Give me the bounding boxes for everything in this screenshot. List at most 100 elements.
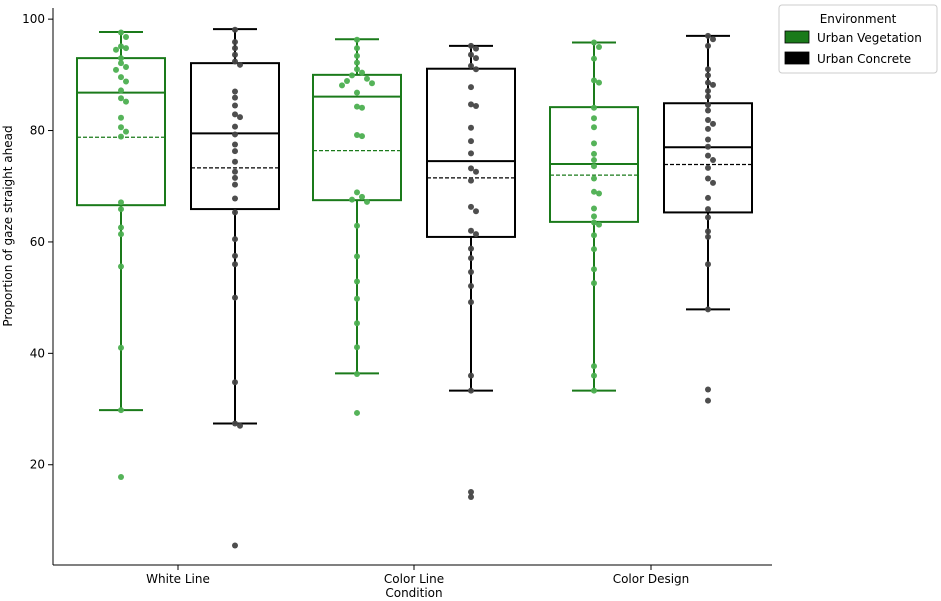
data-point-urban-concrete-color-design-4 [705, 72, 711, 79]
data-point-urban-vegetation-color-line-2 [354, 52, 360, 59]
data-point-urban-concrete-white-line-23 [232, 261, 238, 268]
legend-label-urban-concrete: Urban Concrete [817, 52, 911, 66]
data-point-urban-concrete-color-design-26 [705, 261, 711, 268]
data-point-urban-vegetation-white-line-24 [118, 407, 124, 414]
data-point-urban-concrete-color-design-28 [705, 386, 711, 393]
data-point-urban-vegetation-color-line-26 [354, 370, 360, 377]
data-point-urban-concrete-white-line-0 [232, 26, 238, 33]
data-point-urban-vegetation-white-line-4 [113, 46, 119, 53]
data-point-urban-vegetation-white-line-2 [118, 43, 124, 50]
data-point-urban-vegetation-color-line-15 [359, 133, 365, 140]
data-point-urban-vegetation-color-line-6 [349, 72, 355, 79]
data-point-urban-concrete-white-line-21 [232, 236, 238, 243]
data-point-urban-vegetation-color-design-3 [591, 77, 597, 84]
x-axis-label: Condition [385, 586, 442, 600]
data-point-urban-vegetation-white-line-6 [118, 60, 124, 67]
data-point-urban-vegetation-white-line-0 [118, 29, 124, 36]
data-point-urban-vegetation-color-line-11 [354, 89, 360, 96]
legend-swatch-urban-concrete [784, 51, 810, 65]
data-point-urban-concrete-white-line-28 [232, 542, 238, 549]
data-point-urban-concrete-color-line-25 [468, 387, 474, 394]
data-point-urban-vegetation-color-line-20 [354, 222, 360, 229]
data-point-urban-concrete-white-line-26 [232, 420, 238, 427]
data-point-urban-concrete-color-line-20 [468, 255, 474, 262]
data-point-urban-vegetation-color-design-21 [591, 266, 597, 273]
data-point-urban-vegetation-white-line-23 [118, 344, 124, 351]
data-point-urban-concrete-color-design-23 [705, 214, 711, 221]
box-group-urban-concrete-white-line [190, 26, 280, 549]
data-point-urban-concrete-color-design-9 [705, 101, 711, 108]
data-point-urban-concrete-color-line-7 [468, 101, 474, 108]
data-point-urban-concrete-white-line-9 [232, 111, 238, 118]
data-point-urban-concrete-white-line-5 [237, 61, 243, 68]
data-point-urban-vegetation-color-design-9 [591, 150, 597, 157]
data-point-urban-concrete-color-design-2 [705, 42, 711, 49]
legend-label-urban-vegetation: Urban Vegetation [817, 31, 922, 45]
data-point-urban-vegetation-color-design-4 [596, 79, 602, 86]
data-point-urban-vegetation-color-line-3 [354, 59, 360, 66]
data-point-urban-concrete-white-line-12 [232, 131, 238, 138]
data-point-urban-vegetation-color-line-16 [354, 189, 360, 196]
data-point-urban-vegetation-white-line-11 [118, 87, 124, 94]
data-point-urban-concrete-color-line-26 [468, 489, 474, 496]
data-point-urban-concrete-color-line-9 [468, 124, 474, 131]
box-group-urban-concrete-color-design [663, 32, 753, 404]
data-point-urban-vegetation-color-design-25 [591, 387, 597, 394]
data-point-urban-vegetation-color-design-16 [591, 213, 597, 220]
data-point-urban-concrete-white-line-7 [232, 94, 238, 101]
data-point-urban-concrete-color-design-8 [705, 93, 711, 100]
data-point-urban-concrete-color-line-18 [473, 231, 479, 238]
data-point-urban-vegetation-color-line-7 [364, 75, 370, 82]
data-point-urban-concrete-white-line-11 [232, 123, 238, 130]
data-point-urban-concrete-color-design-10 [705, 107, 711, 114]
data-point-urban-concrete-color-design-12 [710, 120, 716, 127]
data-point-urban-concrete-color-line-12 [468, 165, 474, 172]
data-point-urban-vegetation-white-line-22 [118, 263, 124, 270]
data-point-urban-vegetation-color-line-8 [344, 77, 350, 84]
data-point-urban-vegetation-white-line-12 [118, 95, 124, 102]
data-point-urban-vegetation-color-design-5 [591, 104, 597, 111]
data-point-urban-vegetation-white-line-21 [118, 231, 124, 238]
data-point-urban-concrete-white-line-18 [232, 181, 238, 188]
y-tick-label-80: 80 [30, 124, 45, 138]
x-tick-label-white-line: White Line [146, 572, 210, 586]
data-point-urban-vegetation-color-design-1 [596, 43, 602, 50]
data-point-urban-concrete-color-design-22 [705, 206, 711, 213]
data-point-urban-vegetation-white-line-8 [113, 66, 119, 73]
data-point-urban-vegetation-color-design-23 [591, 363, 597, 370]
legend: Environment Urban Vegetation Urban Concr… [778, 4, 938, 74]
data-point-urban-vegetation-color-line-22 [354, 278, 360, 285]
data-point-urban-vegetation-color-design-10 [591, 157, 597, 164]
data-point-urban-concrete-white-line-1 [232, 38, 238, 45]
iqr-box-urban-vegetation-color-line [312, 73, 402, 202]
data-point-urban-vegetation-color-line-18 [349, 196, 355, 203]
data-point-urban-concrete-white-line-3 [232, 51, 238, 58]
data-point-urban-concrete-color-line-13 [473, 168, 479, 175]
x-tick-label-color-design: Color Design [613, 572, 690, 586]
data-point-urban-concrete-color-line-1 [473, 45, 479, 52]
x-tick-label-color-line: Color Line [384, 572, 444, 586]
data-point-urban-concrete-color-design-29 [705, 397, 711, 404]
data-point-urban-vegetation-color-line-21 [354, 253, 360, 260]
box-group-urban-vegetation-color-line [312, 36, 402, 416]
data-point-urban-vegetation-color-line-17 [359, 193, 365, 200]
data-point-urban-concrete-color-design-13 [705, 125, 711, 132]
data-point-urban-vegetation-color-line-24 [354, 320, 360, 327]
data-point-urban-vegetation-color-line-9 [369, 80, 375, 87]
data-point-urban-concrete-white-line-15 [232, 158, 238, 165]
data-point-urban-vegetation-white-line-1 [123, 33, 129, 40]
data-point-urban-concrete-color-design-0 [705, 32, 711, 39]
data-point-urban-concrete-white-line-17 [232, 174, 238, 181]
data-point-urban-vegetation-color-line-10 [339, 82, 345, 89]
data-point-urban-concrete-color-design-6 [710, 81, 716, 88]
data-point-urban-concrete-color-design-24 [705, 228, 711, 235]
data-point-urban-concrete-color-line-16 [473, 208, 479, 215]
data-point-urban-concrete-white-line-13 [232, 141, 238, 148]
data-point-urban-concrete-color-design-27 [705, 306, 711, 313]
data-point-urban-vegetation-color-line-23 [354, 295, 360, 302]
data-point-urban-concrete-color-design-3 [705, 66, 711, 73]
data-point-urban-concrete-color-line-24 [468, 372, 474, 379]
data-point-urban-vegetation-white-line-17 [118, 133, 124, 140]
data-point-urban-concrete-color-design-14 [705, 136, 711, 143]
data-point-urban-concrete-color-line-17 [468, 227, 474, 234]
